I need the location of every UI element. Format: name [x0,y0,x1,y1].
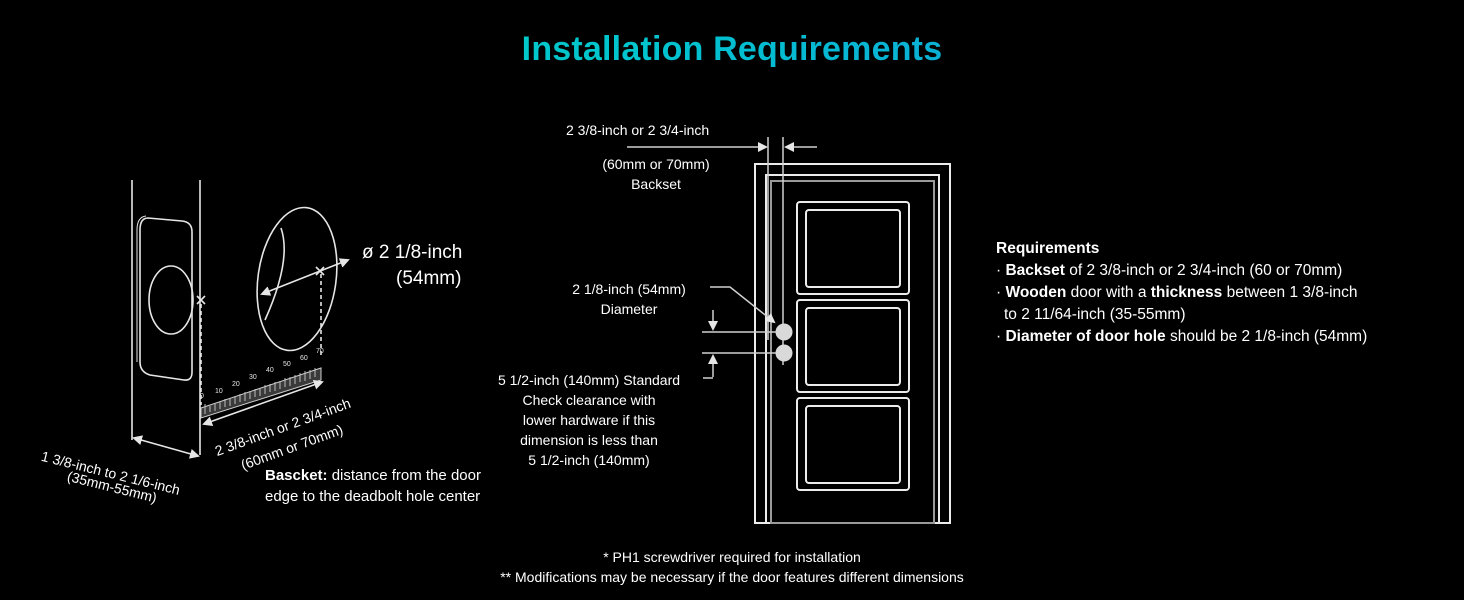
door-backset-mm-label: (60mm or 70mm) [602,156,710,172]
ruler-tick-20: 20 [232,381,240,388]
ruler-tick-30: 30 [249,374,257,381]
page-title: Installation Requirements [0,30,1464,69]
requirement-item-backset: · Backset of 2 3/8-inch or 2 3/4-inch (6… [996,262,1343,279]
clearance-note-line4: 5 1/2-inch (140mm) [528,452,650,468]
clearance-note-line1: Check clearance with [522,392,656,408]
door-edge-drawing [131,180,206,455]
ruler-tick-70: 70 [316,348,324,355]
ruler-tick-0: 0 [200,393,204,400]
requirement-item-diameter: · Diameter of door hole should be 2 1/8-… [996,328,1368,345]
requirement-item-door-continuation: to 2 11/64-inch (35-55mm) [1004,306,1186,323]
thickness-arrow [132,435,200,459]
ruler-tick-40: 40 [266,367,274,374]
clearance-note-line3: dimension is less than [520,432,658,448]
hole-diameter-callout: 2 1/8-inch (54mm) [572,281,686,297]
door-backset-label: 2 3/8-inch or 2 3/4-inch [566,122,710,138]
door-backset-caption: Backset [631,176,681,192]
requirement-item-door: · Wooden door with a thickness between 1… [996,284,1358,301]
deadbolt-holes [775,323,793,362]
ruler-tick-50: 50 [283,361,291,368]
standard-spacing-label: 5 1/2-inch (140mm) Standard [497,372,681,388]
ruler-tick-10: 10 [215,388,223,395]
diameter-leader [710,286,776,324]
hole-diameter-label: ø 2 1/8-inch [362,242,463,263]
backset-definition-line2: edge to the deadbolt hole center [265,488,481,505]
backset-definition-text: distance from the door [331,467,481,484]
door-drawing [754,163,951,524]
hole-diameter-caption: Diameter [600,301,658,317]
backset-definition-term: Bascket: [265,467,328,484]
requirements-heading: Requirements [996,240,1100,257]
backset-definition: Bascket: distance from the door [265,466,481,486]
requirements-list: Requirements · Backset of 2 3/8-inch or … [996,238,1367,348]
clearance-note-line2: lower hardware if this [522,412,656,428]
backset-arrow [202,379,324,427]
ruler-tick-60: 60 [300,355,308,362]
footnote-modifications: ** Modifications may be necessary if the… [500,569,964,585]
footnotes: * PH1 screwdriver required for installat… [0,547,1464,587]
hole-diameter-mm-label: (54mm) [396,268,462,289]
footnote-screwdriver: * PH1 screwdriver required for installat… [603,549,861,565]
hole-circle-drawing [256,206,350,355]
